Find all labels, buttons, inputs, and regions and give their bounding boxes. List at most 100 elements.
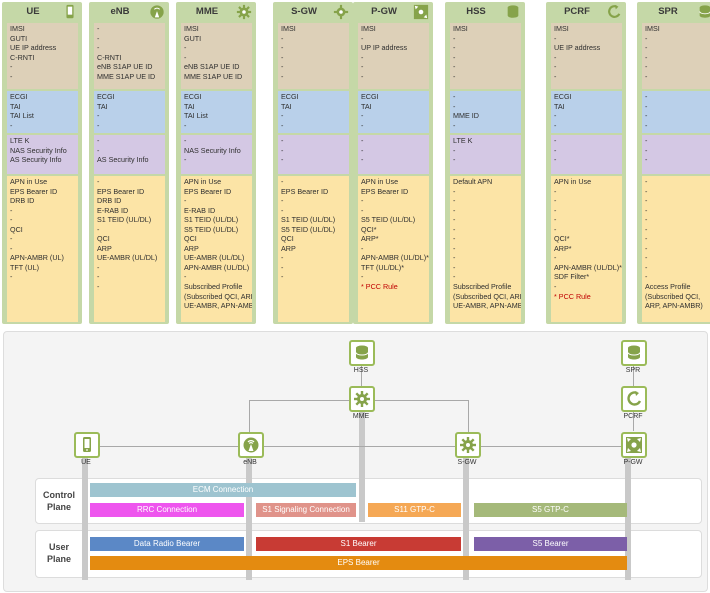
info-line: -: [453, 205, 456, 215]
info-line: EPS Bearer ID: [10, 186, 58, 196]
ecm-connection-bar: ECM Connection: [90, 483, 356, 497]
info-line: -: [453, 145, 456, 155]
info-line: -: [361, 155, 364, 165]
info-line: -: [554, 155, 557, 165]
column-header: HSS: [445, 2, 525, 23]
info-line: -: [554, 186, 557, 196]
rrc-connection-bar: RRC Connection: [90, 503, 244, 517]
control-plane-label-line2: Plane: [46, 502, 71, 512]
info-line: -: [453, 243, 456, 253]
info-line: -: [453, 272, 456, 282]
mme-node[interactable]: [349, 386, 375, 412]
info-line: -: [453, 120, 456, 130]
info-line: -: [645, 62, 648, 72]
enb-pole: [246, 456, 252, 580]
info-line: -: [361, 33, 364, 43]
info-line: -: [645, 205, 648, 215]
info-line: -: [361, 196, 364, 206]
info-line: EPS Bearer ID: [184, 186, 232, 196]
info-line: -: [453, 224, 456, 234]
pcrf-label: PCRF: [623, 413, 643, 420]
info-line: APN in Use: [554, 177, 592, 186]
info-line: -: [453, 92, 456, 101]
hss-node[interactable]: [349, 340, 375, 366]
ue-node[interactable]: [74, 432, 100, 458]
sgw-node[interactable]: [455, 432, 481, 458]
session-section: APN in Use-----QCI*ARP*-APN-AMBR (UL/DL)…: [551, 176, 622, 322]
info-line: -: [281, 62, 284, 72]
info-line: -: [97, 282, 100, 292]
info-line: -: [97, 120, 100, 130]
info-line: TAI List: [184, 111, 208, 121]
info-line: E-RAB ID: [184, 205, 216, 215]
pcc-rule-note: * PCC Rule: [361, 282, 398, 292]
info-line: -: [645, 92, 648, 101]
info-line: TAI: [184, 101, 195, 111]
info-line: -: [281, 205, 284, 215]
info-line: -: [97, 111, 100, 121]
info-line: APN-AMBR (UL/DL)*: [554, 262, 622, 272]
security-section: ---: [278, 135, 349, 174]
info-line: -: [453, 186, 456, 196]
info-line: -: [281, 120, 284, 130]
info-line: ARP: [184, 243, 199, 253]
info-line: -: [645, 120, 648, 130]
info-line: TAI: [361, 101, 372, 111]
info-line: APN-AMBR (UL/DL)*: [361, 253, 429, 263]
spr-node[interactable]: [621, 340, 647, 366]
gear-icon: [354, 391, 370, 407]
info-line: eNB S1AP UE ID: [184, 62, 240, 72]
s1-signaling-bar: S1 Signaling Connection: [256, 503, 356, 517]
s5-bearer-bar: S5 Bearer: [474, 537, 627, 551]
info-line: -: [361, 111, 364, 121]
recycle-icon: [627, 391, 642, 406]
info-line: -: [281, 43, 284, 53]
sgw-label: S-GW: [457, 459, 477, 466]
info-line: C-RNTI: [10, 52, 35, 62]
info-line: -: [645, 43, 648, 53]
identity-section: IMSI-----: [278, 23, 349, 89]
info-line: QCI: [281, 234, 294, 244]
info-line: ECGI: [184, 92, 202, 101]
column-title: SPR: [658, 6, 678, 17]
info-line: -: [645, 243, 648, 253]
phone-icon: [66, 4, 74, 19]
info-line: -: [361, 120, 364, 130]
info-line: S5 TEID (UL/DL): [184, 224, 239, 234]
pcrf-node[interactable]: [621, 386, 647, 412]
info-line: -: [361, 205, 364, 215]
info-line: -: [554, 62, 557, 72]
info-line: -: [10, 234, 13, 244]
info-line: -: [554, 224, 557, 234]
info-line: ECGI: [281, 92, 299, 101]
info-line: -: [453, 62, 456, 72]
gear-icon: [236, 4, 252, 20]
info-line: -: [453, 52, 456, 62]
info-line: -: [453, 234, 456, 244]
pgw-label: P-GW: [623, 459, 643, 466]
enb-node[interactable]: [238, 432, 264, 458]
mme-enb-link: [249, 400, 250, 432]
control-plane-label: Control Plane: [36, 489, 82, 513]
info-line: UE-AMBR, APN-AMBR): [184, 301, 252, 311]
info-line: C-RNTI: [97, 52, 122, 62]
location-section: ----: [642, 91, 710, 133]
info-line: -: [645, 52, 648, 62]
column-title: PCRF: [564, 6, 590, 17]
info-line: -: [184, 43, 187, 53]
recycle-icon: [608, 4, 621, 18]
info-line: -: [184, 120, 187, 130]
info-line: -: [453, 71, 456, 81]
hss-label: HSS: [353, 367, 369, 374]
info-line: UE-AMBR (UL/DL): [184, 253, 245, 263]
pcc-rule-note: * PCC Rule: [554, 291, 591, 301]
info-line: EPS Bearer ID: [361, 186, 409, 196]
info-line: -: [97, 224, 100, 234]
pgw-node[interactable]: [621, 432, 647, 458]
info-line: UE IP address: [554, 43, 601, 53]
mme-sgw-link: [468, 400, 469, 432]
